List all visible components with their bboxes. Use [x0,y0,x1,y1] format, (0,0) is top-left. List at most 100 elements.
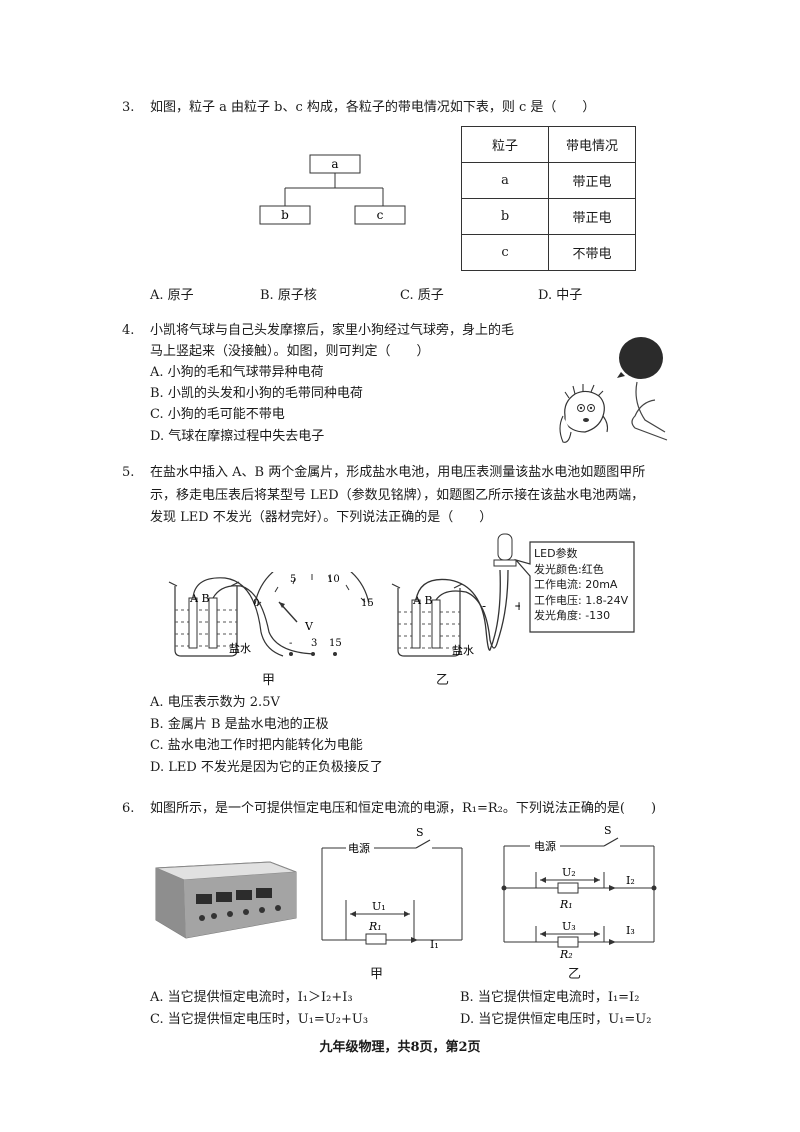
figure-jia-voltmeter-setup: A B 盐水 0 5 10 15 V - 3 15 [168,572,374,657]
particle-tree-diagram: a b c [259,154,406,225]
question-stem-line: 示，移走电压表后将某型号 LED（参数见铭牌），如题图乙所示接在该盐水电池两端， [150,488,645,503]
scale-tick-label: 0 [253,598,259,609]
scale-tick-label: 15 [361,598,374,609]
option-d[interactable]: D. 气球在摩擦过程中失去电子 [150,429,325,444]
option-b[interactable]: B. 当它提供恒定电流时，I₁=I₂ [460,990,640,1005]
question-number: 3. [122,100,135,115]
switch-label: S [416,826,424,839]
option-d[interactable]: D. 当它提供恒定电压时，U₁=U₂ [460,1012,652,1027]
table-row: b 带正电 [461,198,636,235]
particle-b-label: b [281,208,289,222]
power-label: 电源 [534,839,556,853]
option-c[interactable]: C. 盐水电池工作时把内能转化为电能 [150,738,363,753]
option-b[interactable]: B. 小凯的头发和小狗的毛带同种电荷 [150,386,363,401]
option-c[interactable]: C. 小狗的毛可能不带电 [150,407,285,422]
saltwater-label: 盐水 [229,642,251,655]
current-label: I₂ [626,874,635,887]
beaker-icon [397,588,461,657]
question-stem: 如图，粒子 a 由粒子 b、c 构成，各粒子的带电情况如下表，则 c 是（ ） [150,100,596,115]
particle-c-box [354,205,406,225]
option-a[interactable]: A. 原子 [150,288,194,303]
led-params-callout [514,541,635,633]
power-supply-photo [155,861,297,939]
terminal-minus-label: - [289,638,292,649]
resistor-icon [557,882,579,894]
figure-caption-jia: 甲 [262,673,276,688]
table-cell: c [461,234,549,271]
option-d[interactable]: D. 中子 [538,288,583,303]
resistor-label: R₂ [559,948,573,960]
page-footer: 九年级物理，共8页，第2页 [319,1040,481,1055]
led-param: 工作电压: 1.8-24V [534,593,629,607]
question-stem: 如图所示，是一个可提供恒定电压和恒定电流的电源，R₁=R₂。下列说法正确的是( … [150,801,657,816]
circuit-jia-diagram: 电源 S U₁ R₁ I₁ [321,826,463,951]
question-number: 5. [122,465,135,480]
voltage-label: U₁ [372,900,386,913]
dog-icon [559,384,609,443]
led-plus-label: + [514,599,520,613]
hand-icon [631,399,668,441]
question-number: 4. [122,323,135,338]
resistor-icon [557,936,579,948]
voltmeter-scale-arc [254,572,370,605]
voltage-label: U₃ [562,920,576,933]
switch-icon [415,839,431,849]
table-cell: 不带电 [548,234,636,271]
led-param: 发光角度: -130 [534,609,611,622]
option-a[interactable]: A. 电压表示数为 2.5V [150,695,280,710]
table-header: 粒子 [461,126,549,163]
led-param: 发光颜色:红色 [534,562,604,576]
circuit-yi-diagram: 电源 S U₂ R₁ I₂ U₃ R₂ I₃ [501,824,657,960]
option-d[interactable]: D. LED 不发光是因为它的正负极接反了 [150,760,383,775]
plates-label: A B [189,592,210,605]
figure-caption-yi: 乙 [568,967,582,982]
current-label: I₃ [626,924,635,937]
option-b[interactable]: B. 金属片 B 是盐水电池的正极 [150,717,329,732]
particle-a-label: a [331,157,338,171]
table-cell: a [461,162,549,199]
terminal-15-label: 15 [329,638,342,649]
question-stem-line: 马上竖起来（没接触）。如图，则可判定（ ） [150,344,430,359]
option-b[interactable]: B. 原子核 [260,288,317,303]
scale-tick-label: 10 [327,574,340,585]
led-minus-label: - [482,599,486,613]
particle-b-box [259,205,311,225]
resistor-label: R₁ [368,920,382,933]
table-row: c 不带电 [461,234,636,271]
question-stem-line: 发现 LED 不发光（器材完好）。下列说法正确的是（ ） [150,510,493,525]
option-a[interactable]: A. 当它提供恒定电流时，I₁＞I₂+I₃ [150,990,353,1005]
resistor-label: R₁ [559,898,573,911]
table-cell: 带正电 [548,198,636,235]
metal-plate-b [431,599,441,649]
balloon-dog-illustration [559,337,668,443]
switch-label: S [604,824,612,837]
current-label: I₁ [430,938,439,951]
metal-plate-a [188,597,198,649]
saltwater-label: 盐水 [452,644,474,657]
question-stem-line: 小凯将气球与自己头发摩擦后，家里小狗经过气球旁，身上的毛 [150,323,515,338]
figure-caption-yi: 乙 [436,673,450,688]
figure-caption-jia: 甲 [370,967,384,982]
beaker-icon [174,586,238,657]
led-icon [497,533,513,561]
terminal-3-label: 3 [311,638,317,649]
scale-tick-label: 5 [290,574,296,585]
particle-charge-table: 粒子 带电情况 a 带正电 b 带正电 c 不带电 [461,126,636,271]
question-stem-line: 在盐水中插入 A、B 两个金属片，形成盐水电池，用电压表测量该盐水电池如题图甲所 [150,465,646,480]
metal-plate-a [411,599,421,649]
plates-label: A B [412,594,433,607]
led-param: 工作电流: 20mA [534,578,618,591]
question-number: 6. [122,801,135,816]
resistor-icon [365,933,387,945]
option-a[interactable]: A. 小狗的毛和气球带异种电荷 [150,365,324,380]
option-c[interactable]: C. 质子 [400,288,444,303]
table-cell: b [461,198,549,235]
table-cell: 带正电 [548,162,636,199]
figure-yi-led-setup: A B 盐水 - + [391,533,520,657]
led-params-title: LED参数 [534,547,578,560]
table-row: a 带正电 [461,162,636,199]
power-label: 电源 [348,841,370,855]
option-c[interactable]: C. 当它提供恒定电压时，U₁=U₂+U₃ [150,1012,369,1027]
metal-plate-b [208,597,218,649]
particle-c-label: c [377,208,384,222]
